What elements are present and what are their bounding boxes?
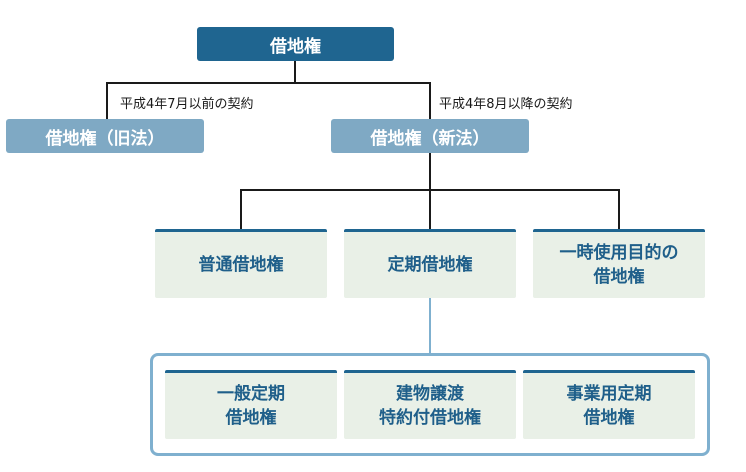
fixed-term-card-building-transfer: 建物譲渡 特約付借地権	[344, 370, 516, 439]
era-label-old: 平成4年7月以前の契約	[120, 97, 254, 112]
new-law-node: 借地権（新法）	[331, 119, 529, 153]
fixed-term-card-line: 建物譲渡	[396, 384, 464, 404]
connector-root-down	[294, 60, 296, 83]
connector-type-2-down	[429, 189, 431, 229]
fixed-term-card-line: 特約付借地権	[379, 408, 481, 428]
type-card-temporary: 一時使用目的の 借地権	[533, 229, 705, 298]
fixed-term-card-line: 借地権	[583, 408, 635, 428]
connector-new-law-stem	[429, 153, 431, 190]
connector-branch-horizontal	[106, 82, 431, 84]
old-law-label: 借地権（旧法）	[45, 128, 165, 149]
fixed-term-card-line: 一般定期	[217, 384, 285, 404]
connector-fixed-term-down	[429, 298, 431, 354]
fixed-term-card-general: 一般定期 借地権	[165, 370, 337, 439]
new-law-label: 借地権（新法）	[370, 128, 490, 149]
connector-type-1-down	[240, 189, 242, 229]
root-node: 借地権	[197, 27, 394, 61]
type-card-ordinary: 普通借地権	[155, 229, 327, 298]
type-card-line: 定期借地権	[387, 255, 473, 275]
connector-old-law-down	[106, 82, 108, 120]
fixed-term-card-line: 事業用定期	[566, 384, 652, 404]
fixed-term-card-business: 事業用定期 借地権	[523, 370, 695, 439]
type-card-fixed-term: 定期借地権	[344, 229, 516, 298]
type-card-line: 一時使用目的の	[559, 243, 679, 263]
type-card-line: 普通借地権	[198, 255, 284, 275]
connector-new-law-down	[429, 82, 431, 120]
connector-type-3-down	[618, 189, 620, 229]
old-law-node: 借地権（旧法）	[6, 119, 204, 153]
era-label-new: 平成4年8月以降の契約	[439, 97, 573, 112]
fixed-term-card-line: 借地権	[225, 408, 277, 428]
type-card-line: 借地権	[593, 267, 645, 287]
root-label: 借地権	[270, 36, 321, 57]
